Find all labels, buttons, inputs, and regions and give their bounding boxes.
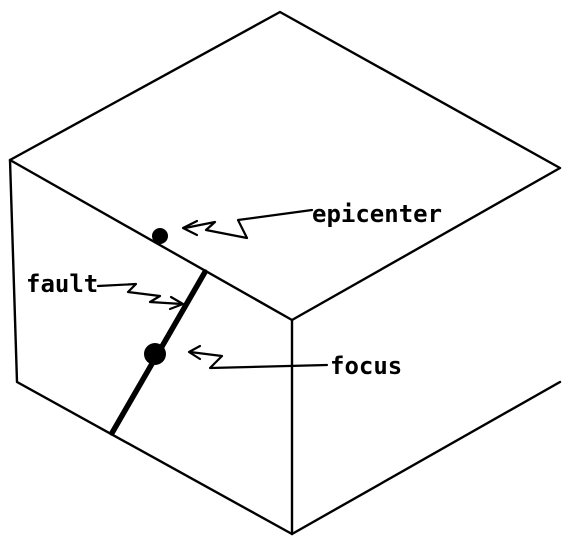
focus-dot (144, 343, 166, 365)
block-right-bottom-edge (290, 380, 562, 536)
epicenter-dot (152, 228, 168, 244)
fault-pointer (96, 282, 185, 311)
block-left-face-edge (8, 158, 294, 536)
focus-pointer (187, 344, 329, 370)
block-outline (8, 10, 562, 536)
block-top-face (8, 10, 562, 322)
epicenter-label: epicenter (312, 200, 442, 228)
focus-label: focus (330, 352, 402, 380)
fault-label: fault (26, 270, 98, 298)
epicenter-pointer (181, 208, 314, 240)
